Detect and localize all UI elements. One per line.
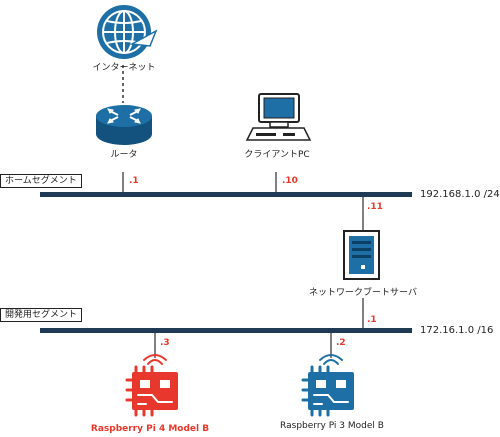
globe-icon [97, 5, 158, 59]
rpi4-label: Raspberry Pi 4 Model B [90, 424, 210, 434]
rpi3-label: Raspberry Pi 3 Model B [280, 421, 384, 431]
server-icon [343, 230, 380, 280]
circuit-board-icon-red [125, 354, 178, 417]
boot-server-label: ネットワークブートサーバ [309, 288, 417, 298]
rpi4-dev-ip: .3 [160, 338, 170, 348]
client-pc-label: クライアントPC [244, 150, 310, 160]
router-label: ルータ [110, 150, 138, 160]
server-home-ip: .11 [367, 202, 383, 212]
server-dev-ip: .1 [367, 315, 377, 325]
client-home-ip: .10 [282, 176, 298, 186]
dev-segment-bus [40, 328, 412, 333]
router-icon [96, 105, 152, 145]
rpi3-dev-ip: .2 [336, 338, 346, 348]
home-segment-label: ホームセグメント [0, 174, 82, 188]
home-network-address: 192.168.1.0 /24 [420, 189, 500, 200]
home-segment-bus [40, 192, 412, 197]
dev-segment-label: 開発用セグメント [0, 308, 83, 322]
circuit-board-icon-blue [301, 354, 354, 417]
dev-network-address: 172.16.1.0 /16 [420, 325, 494, 336]
computer-icon [245, 93, 312, 141]
router-home-ip: .1 [129, 176, 139, 186]
internet-label: インターネット [92, 63, 156, 73]
